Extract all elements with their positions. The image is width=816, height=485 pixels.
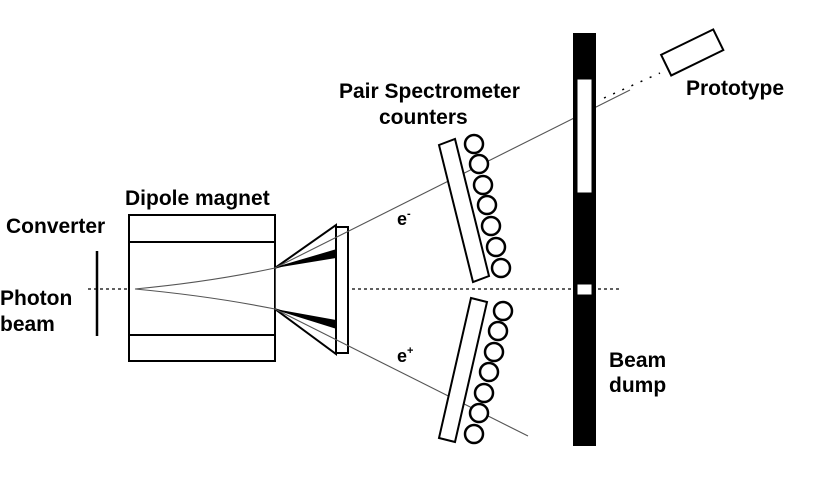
positron-charge: + bbox=[407, 345, 413, 357]
positron-symbol: e bbox=[397, 346, 407, 366]
electron-symbol: e bbox=[397, 209, 407, 229]
converter-label: Converter bbox=[6, 215, 105, 238]
beam-dump bbox=[573, 33, 596, 446]
positron-track bbox=[134, 288, 529, 437]
prototype-label: Prototype bbox=[686, 77, 784, 100]
lower-spectrometer-counters bbox=[437, 296, 514, 445]
vacuum-chamber bbox=[274, 223, 349, 356]
dipole-magnet bbox=[128, 214, 276, 362]
pair-spectrometer-label-line1: Pair Spectrometer bbox=[339, 80, 520, 103]
pair-spectrometer-label-line2: counters bbox=[379, 106, 468, 129]
photon-beam-label-line1: Photon bbox=[0, 287, 72, 310]
track-to-prototype bbox=[603, 72, 661, 99]
beam-dump-label-line1: Beam bbox=[609, 349, 666, 372]
photon-beam-label-line2: beam bbox=[0, 313, 55, 336]
electron-label: e- bbox=[397, 208, 411, 229]
dipole-magnet-label: Dipole magnet bbox=[125, 187, 270, 210]
electron-track bbox=[134, 89, 631, 290]
prototype-detector bbox=[659, 28, 725, 77]
beam-dump-label-line2: dump bbox=[609, 374, 666, 397]
particle-tracks bbox=[134, 89, 631, 437]
electron-charge: - bbox=[407, 208, 411, 220]
positron-label: e+ bbox=[397, 345, 413, 366]
upper-spectrometer-counters bbox=[437, 133, 512, 284]
